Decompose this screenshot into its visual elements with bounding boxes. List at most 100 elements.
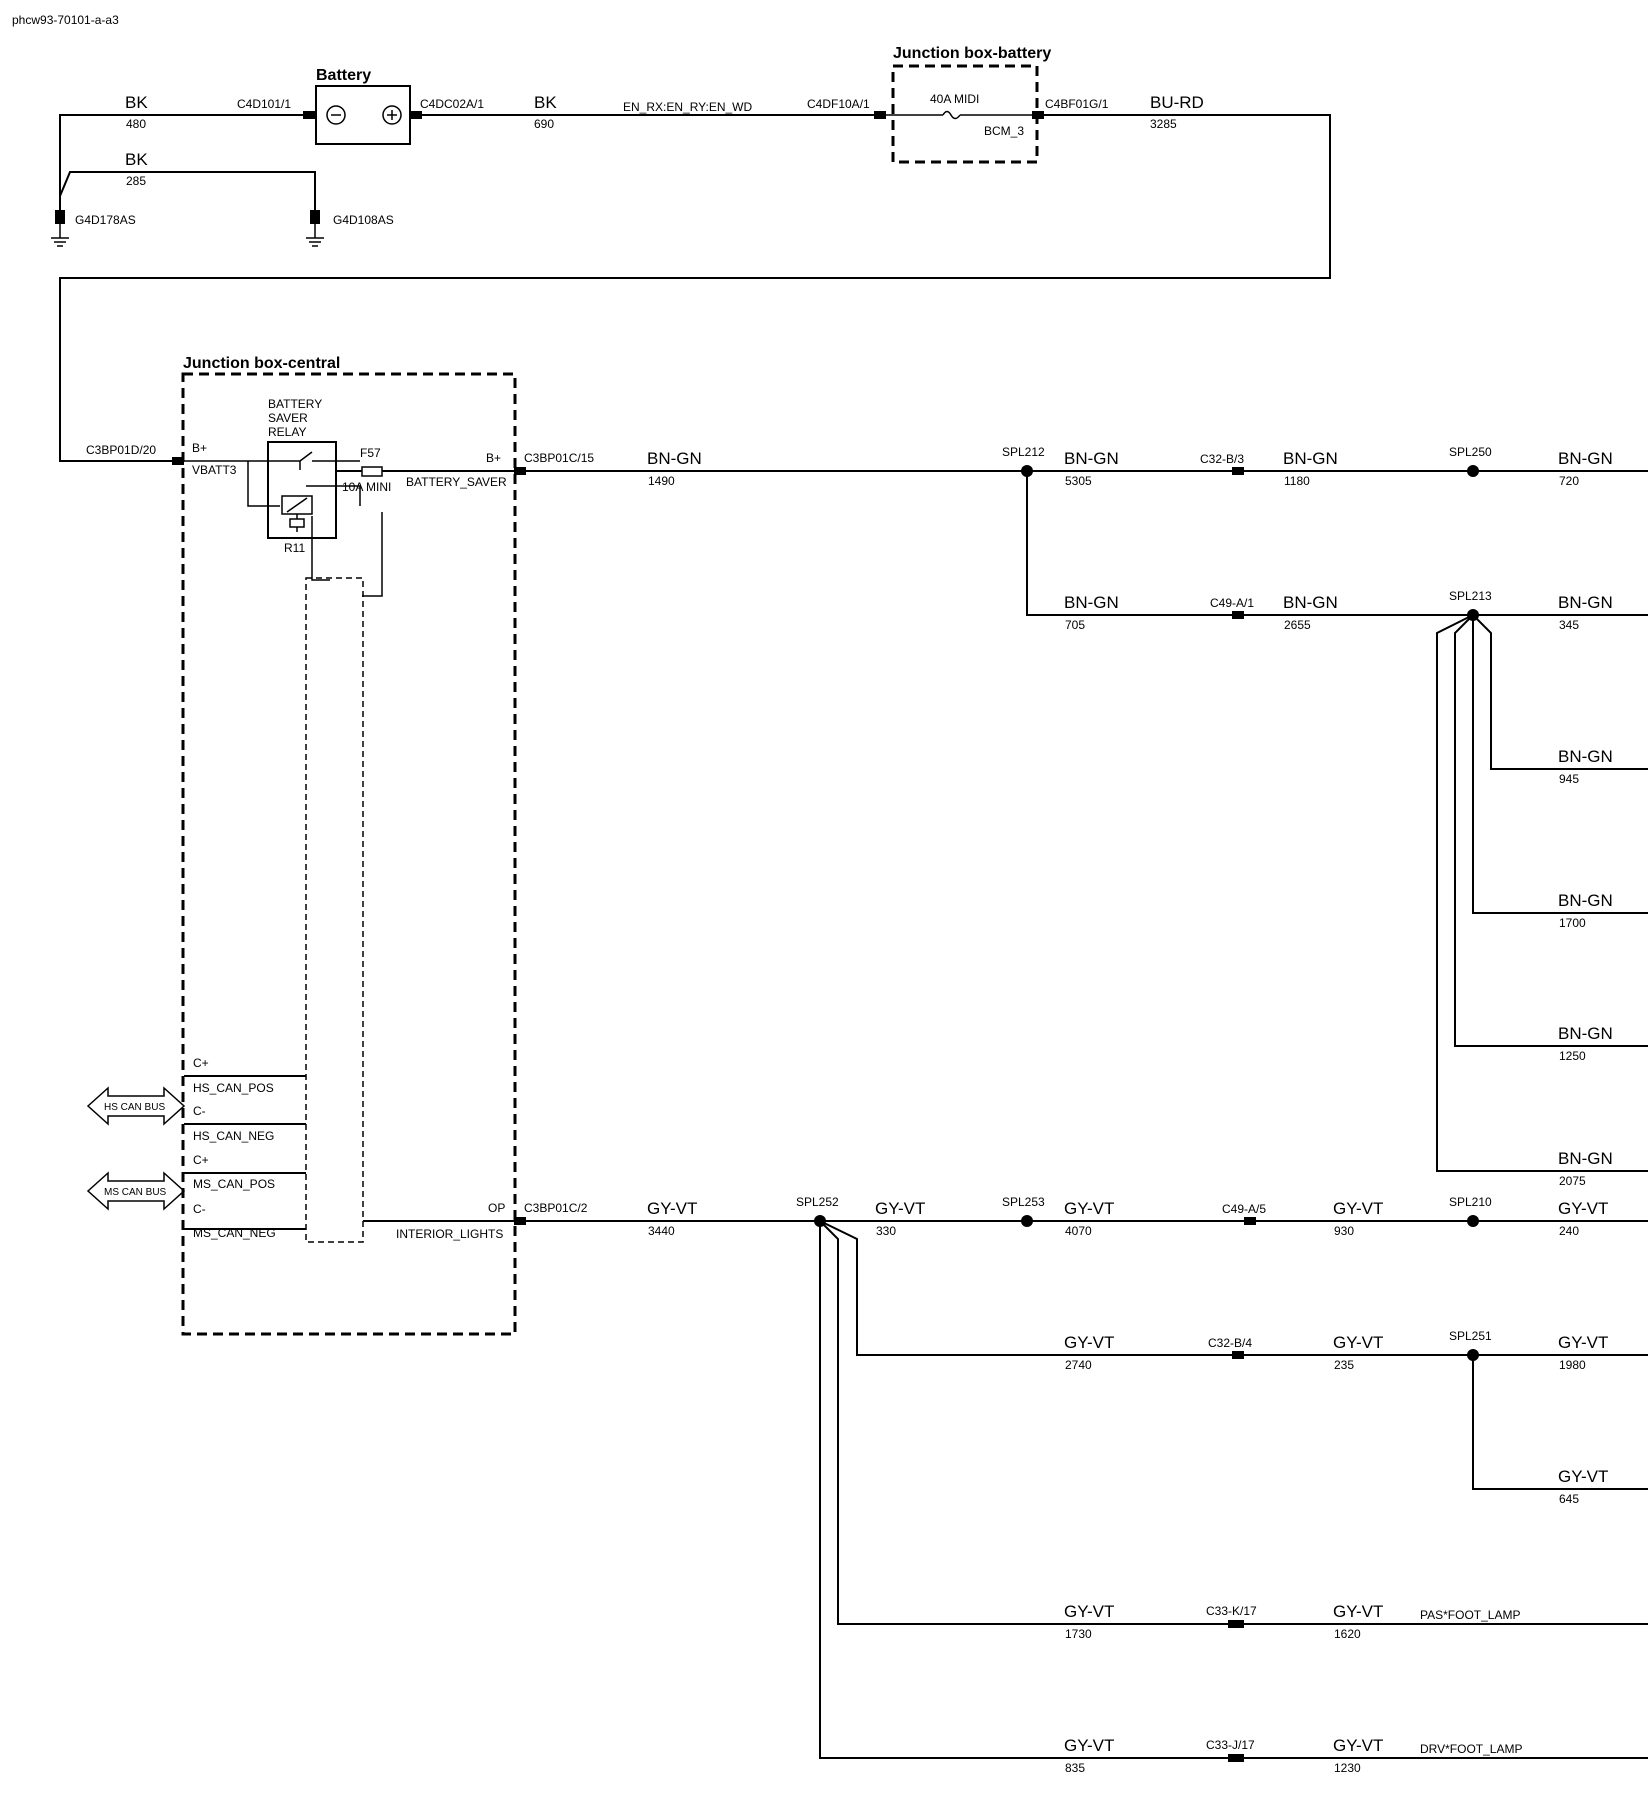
splice-dot	[1467, 465, 1479, 477]
relay-resistor-icon	[289, 518, 305, 528]
battery-plus-icon	[382, 105, 402, 125]
splice-label: SPL213	[1449, 589, 1492, 603]
wire-label: BN-GN	[1558, 449, 1613, 468]
wire-number: 1700	[1559, 916, 1586, 930]
pin-label: C-	[193, 1202, 206, 1216]
wire-number: 705	[1065, 618, 1085, 632]
wire-label: GY-VT	[1558, 1467, 1608, 1486]
connector-pin	[172, 457, 184, 465]
junction-box-central	[181, 372, 517, 1336]
wire-bk-285	[59, 171, 316, 212]
connector-label: C3BP01C/2	[524, 1201, 588, 1215]
wire-number: 2655	[1284, 618, 1311, 632]
ground-icon	[51, 210, 69, 247]
wire-label: BU-RD	[1150, 93, 1204, 112]
pin-name: VBATT3	[192, 463, 237, 477]
wire-label: BN-GN	[1558, 1024, 1613, 1043]
box-title: Junction box-battery	[893, 45, 1051, 62]
relay-label: RELAY	[268, 425, 306, 439]
battery-minus-icon	[326, 105, 346, 125]
wire-number: 945	[1559, 772, 1579, 786]
relay-ref: R11	[284, 541, 305, 555]
fuse-icon	[942, 110, 961, 120]
wire-number: 1730	[1065, 1627, 1092, 1641]
wire-label: BN-GN	[1064, 449, 1119, 468]
connector-pin	[1228, 1620, 1244, 1628]
wire-number: 480	[126, 117, 146, 131]
wire-number: 3285	[1150, 117, 1177, 131]
wire-number: 4070	[1065, 1224, 1092, 1238]
wire-number: 1980	[1559, 1358, 1586, 1372]
hs-can-bus-arrow-icon	[86, 1086, 186, 1126]
ms-can-bus-arrow-icon	[86, 1171, 186, 1211]
battery-saver-relay	[267, 441, 337, 539]
connector-label: C3BP01D/20	[86, 443, 156, 457]
net-label: EN_RX:EN_RY:EN_WD	[623, 100, 752, 114]
pin-name: MS_CAN_NEG	[193, 1226, 276, 1240]
wire-label: BN-GN	[1283, 449, 1338, 468]
wire-number: 345	[1559, 618, 1579, 632]
wire-number: 645	[1559, 1492, 1579, 1506]
wire-number: 285	[126, 174, 146, 188]
connector-label: C33-J/17	[1206, 1738, 1255, 1752]
relay-label: SAVER	[268, 411, 308, 425]
wire-gy-vt-1730	[819, 1220, 1648, 1625]
wire-label: BK	[125, 150, 148, 169]
box-title: Junction box-central	[183, 355, 340, 372]
splice-label: SPL253	[1002, 1195, 1045, 1209]
connector-label: C3BP01C/15	[524, 451, 594, 465]
wire-label: GY-VT	[875, 1199, 925, 1218]
connector-label: C49-A/1	[1210, 596, 1254, 610]
connector-pin	[514, 467, 526, 475]
pin-name: HS_CAN_POS	[193, 1081, 274, 1095]
wire-label: GY-VT	[1064, 1602, 1114, 1621]
wire-label: BN-GN	[1558, 747, 1613, 766]
wire-number: 1490	[648, 474, 675, 488]
wire-number: 3440	[648, 1224, 675, 1238]
wire-number: 2075	[1559, 1174, 1586, 1188]
fuse-rating: 10A MINI	[342, 480, 391, 494]
wire-label: GY-VT	[647, 1199, 697, 1218]
connector-label: C4DC02A/1	[420, 97, 484, 111]
fuse-label: 40A MIDI	[930, 92, 979, 106]
wire-gy-vt-645	[1472, 1355, 1648, 1490]
module-label: BCM_3	[984, 124, 1024, 138]
wire-number: 5305	[1065, 474, 1092, 488]
wire-number: 720	[1559, 474, 1579, 488]
wire-number: 330	[876, 1224, 896, 1238]
wire-number: 1180	[1284, 474, 1310, 488]
wire-number: 2740	[1065, 1358, 1092, 1372]
wire-bk-480	[59, 114, 313, 212]
box-title: Battery	[316, 67, 371, 84]
wire-label: GY-VT	[1064, 1333, 1114, 1352]
wire-label: BK	[125, 93, 148, 112]
connector-label: C4BF01G/1	[1045, 97, 1109, 111]
wire-label: BN-GN	[1283, 593, 1338, 612]
bn-gn-network: C3BP01C/15 BN-GN 1490 SPL212 BN-GN 5305 …	[514, 445, 1648, 1188]
wire-number: 835	[1065, 1761, 1085, 1775]
wire-number: 1250	[1559, 1049, 1586, 1063]
connector-label: C33-K/17	[1206, 1604, 1257, 1618]
wire-number: 240	[1559, 1224, 1579, 1238]
relay-contact	[184, 451, 361, 507]
connector-pin	[1232, 1351, 1244, 1359]
can-lines	[184, 1075, 306, 1230]
wire-label: GY-VT	[1333, 1736, 1383, 1755]
fuse-icon	[361, 466, 383, 477]
battery-ground-section: BK 480 BK 285 G4D178AS G4D108AS C4D101/1…	[51, 45, 1331, 462]
wire-label: GY-VT	[1558, 1333, 1608, 1352]
connector-pin	[1032, 111, 1044, 119]
wire-label: BN-GN	[1558, 593, 1613, 612]
pin-label: C+	[193, 1056, 209, 1070]
wire-bn-gn-705	[1026, 471, 1648, 616]
wire-label: GY-VT	[1333, 1333, 1383, 1352]
wire-gy-vt-835	[819, 1221, 1648, 1759]
connector-label: C4DF10A/1	[807, 97, 870, 111]
internal-module-outline	[305, 577, 364, 1243]
bus-label: HS CAN BUS	[104, 1102, 165, 1113]
pin-name: INTERIOR_LIGHTS	[396, 1227, 503, 1241]
connector-pin	[1232, 611, 1244, 619]
connector-pin	[514, 1217, 526, 1225]
splice-label: SPL210	[1449, 1195, 1492, 1209]
ground-label: G4D178AS	[75, 213, 136, 227]
